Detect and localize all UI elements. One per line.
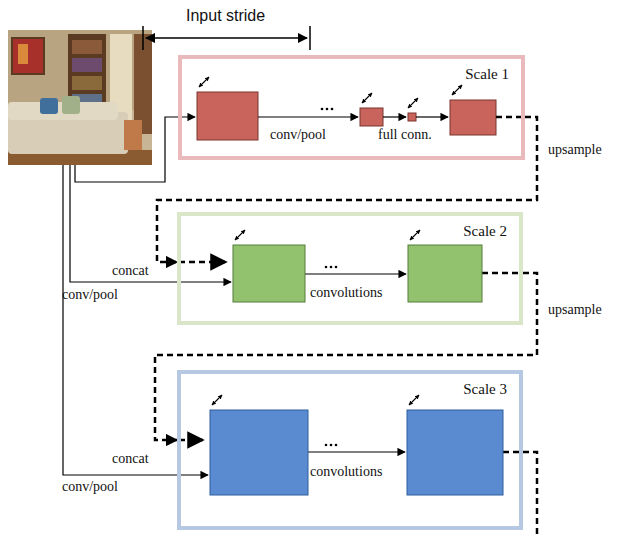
edge-label: upsample: [546, 302, 604, 318]
operation-label: conv/pool: [270, 127, 326, 143]
input-photo: [8, 30, 152, 165]
scale-band: Scale 2: [177, 212, 523, 325]
operation-label: concat: [112, 451, 149, 467]
upsample-inner: [179, 117, 537, 536]
scale3-layers: [210, 410, 503, 495]
operation-label: convolutions: [310, 285, 382, 301]
operation-label: conv/pool: [62, 287, 118, 303]
input-wire: [75, 117, 195, 182]
upsample-connector: [155, 273, 537, 440]
operation-label: convolutions: [310, 464, 382, 480]
scale1-layers: [197, 92, 496, 140]
stride-label: Input stride: [186, 7, 265, 25]
scale-title: Scale 1: [182, 65, 509, 83]
scale-title: Scale 2: [181, 222, 507, 240]
scale2-layers: [233, 245, 482, 302]
scale-band: Scale 1: [178, 55, 525, 160]
edge-label: upsample: [546, 142, 604, 158]
input-wire: [70, 165, 231, 282]
scale-band: Scale 3: [177, 370, 523, 530]
operation-label: concat: [112, 263, 149, 279]
upsample-connector: [157, 117, 537, 262]
operation-label: conv/pool: [62, 479, 118, 495]
operation-label: full conn.: [378, 127, 432, 143]
stride-bracket: [143, 26, 310, 50]
scale-title: Scale 3: [181, 380, 507, 398]
